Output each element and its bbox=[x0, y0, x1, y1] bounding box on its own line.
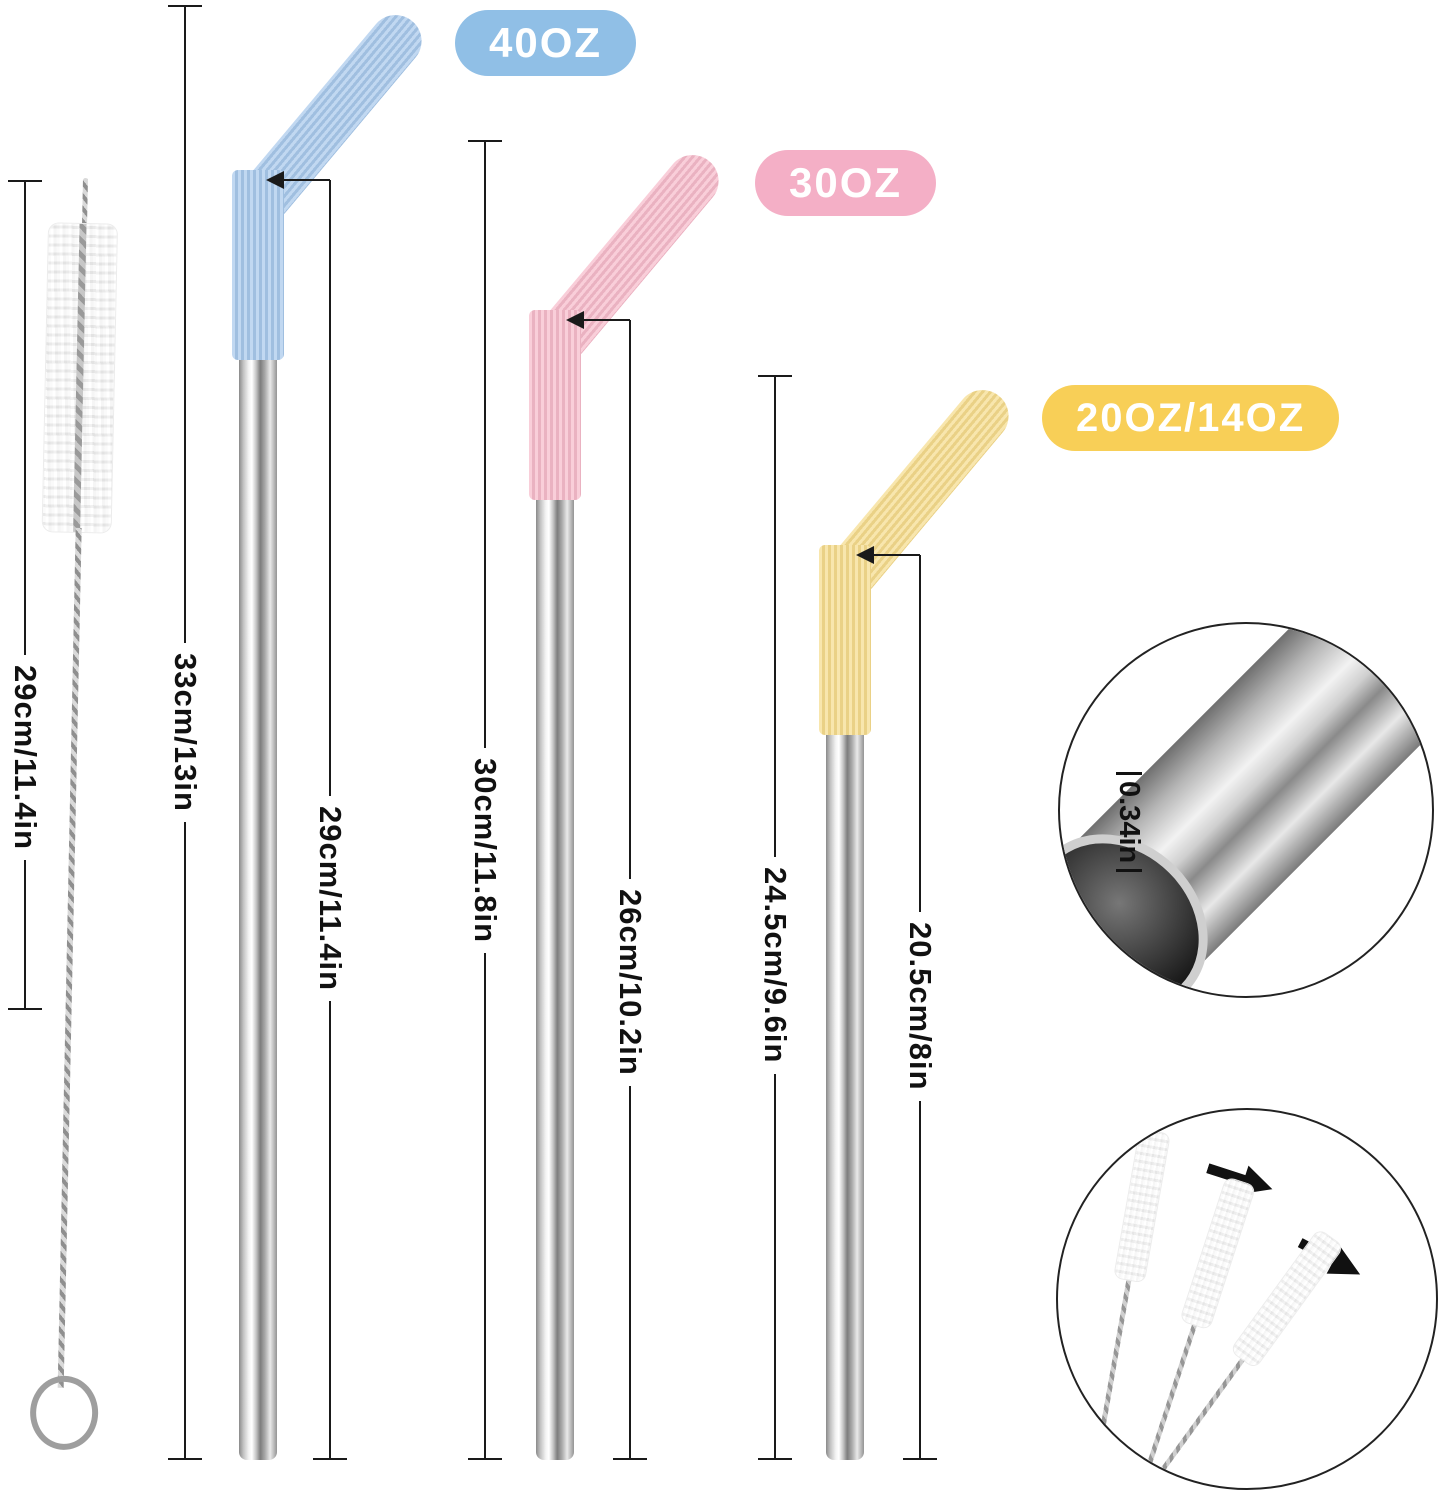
dimension-line bbox=[774, 377, 776, 858]
straw-30oz-tube bbox=[536, 470, 574, 1460]
size-badge-30oz: 30OZ bbox=[755, 150, 937, 216]
dimension-label: 29cm/11.4in bbox=[8, 665, 43, 851]
brush-wire-tip bbox=[81, 177, 88, 231]
dimension-label: 30cm/11.8in bbox=[468, 757, 503, 944]
dimension-line bbox=[484, 953, 486, 1458]
dimension-brush-length: 29cm/11.4in bbox=[8, 180, 43, 1010]
dimension-line bbox=[329, 180, 331, 797]
dimension-label: 33cm/13in bbox=[168, 653, 203, 812]
dimension-line bbox=[484, 142, 486, 748]
diameter-closeup-inset: 0.34in bbox=[1058, 622, 1434, 998]
brush-handle-loop bbox=[29, 1375, 99, 1451]
dimension-line bbox=[184, 7, 186, 644]
dimension-cap bbox=[758, 1458, 792, 1460]
dimension-cap bbox=[8, 180, 42, 182]
diameter-label: 0.34in bbox=[1113, 781, 1145, 864]
dimension-straw-20oz-straight: 20.5cm/8in bbox=[856, 546, 938, 1461]
size-badge-40oz-label: 40OZ bbox=[489, 19, 603, 66]
straw-20oz-sleeve bbox=[819, 545, 871, 735]
dimension-line bbox=[24, 860, 26, 1008]
straw-20oz-tube bbox=[826, 705, 864, 1460]
straw-40oz-tube bbox=[239, 330, 277, 1460]
mini-brush-bristles bbox=[1114, 1129, 1170, 1283]
dimension-cap bbox=[758, 375, 792, 377]
arrow-right-icon bbox=[1206, 1163, 1273, 1195]
dimension-label: 24.5cm/9.6in bbox=[758, 867, 793, 1064]
dimension-cap bbox=[468, 140, 502, 142]
bend-pointer-arrow bbox=[566, 311, 630, 329]
dimension-label: 29cm/11.4in bbox=[313, 806, 348, 992]
size-badge-20oz-label: 20OZ/14OZ bbox=[1076, 395, 1306, 440]
dimension-line bbox=[919, 555, 921, 913]
dimension-label: 20.5cm/8in bbox=[903, 922, 938, 1091]
dimension-line bbox=[919, 1100, 921, 1459]
dimension-cap bbox=[313, 1458, 347, 1460]
mini-brush-bristles bbox=[1180, 1177, 1256, 1330]
dimension-line bbox=[629, 320, 631, 879]
dimension-cap bbox=[168, 5, 202, 7]
brush-handle-wire bbox=[57, 527, 82, 1388]
diameter-tick bbox=[1115, 869, 1142, 873]
dimension-straw-30oz-straight: 26cm/10.2in bbox=[566, 311, 648, 1460]
brushes-closeup-inset bbox=[1056, 1108, 1438, 1490]
dimension-cap bbox=[903, 1458, 937, 1461]
dimension-straw-30oz-total: 30cm/11.8in bbox=[468, 140, 503, 1460]
diameter-tick bbox=[1115, 772, 1142, 775]
dimension-line bbox=[329, 1001, 331, 1458]
dimension-line bbox=[24, 182, 26, 656]
size-badge-40oz: 40OZ bbox=[455, 10, 637, 76]
dimension-cap bbox=[613, 1458, 647, 1460]
dimension-line bbox=[184, 821, 186, 1458]
straw-30oz-sleeve bbox=[529, 310, 581, 500]
size-badge-30oz-label: 30OZ bbox=[789, 159, 903, 206]
size-badge-20oz: 20OZ/14OZ bbox=[1042, 385, 1340, 451]
bend-pointer-arrow bbox=[856, 546, 920, 564]
dimension-straw-20oz-total: 24.5cm/9.6in bbox=[758, 375, 793, 1460]
dimension-line bbox=[629, 1085, 631, 1458]
straw-40oz-sleeve bbox=[232, 170, 284, 360]
dimension-cap bbox=[8, 1008, 42, 1010]
brush-wire-core bbox=[73, 223, 87, 532]
dimension-straw-40oz-straight: 29cm/11.4in bbox=[266, 171, 348, 1460]
dimension-cap bbox=[468, 1458, 502, 1460]
dimension-label: 26cm/10.2in bbox=[613, 888, 648, 1076]
brush-bristles bbox=[42, 223, 118, 533]
diameter-annotation: 0.34in bbox=[1112, 772, 1145, 942]
dimension-cap bbox=[168, 1458, 202, 1460]
mini-brush-bristles bbox=[1230, 1229, 1344, 1369]
dimension-line bbox=[774, 1073, 776, 1458]
bend-pointer-arrow bbox=[266, 171, 330, 189]
dimension-straw-40oz-total: 33cm/13in bbox=[168, 5, 203, 1460]
